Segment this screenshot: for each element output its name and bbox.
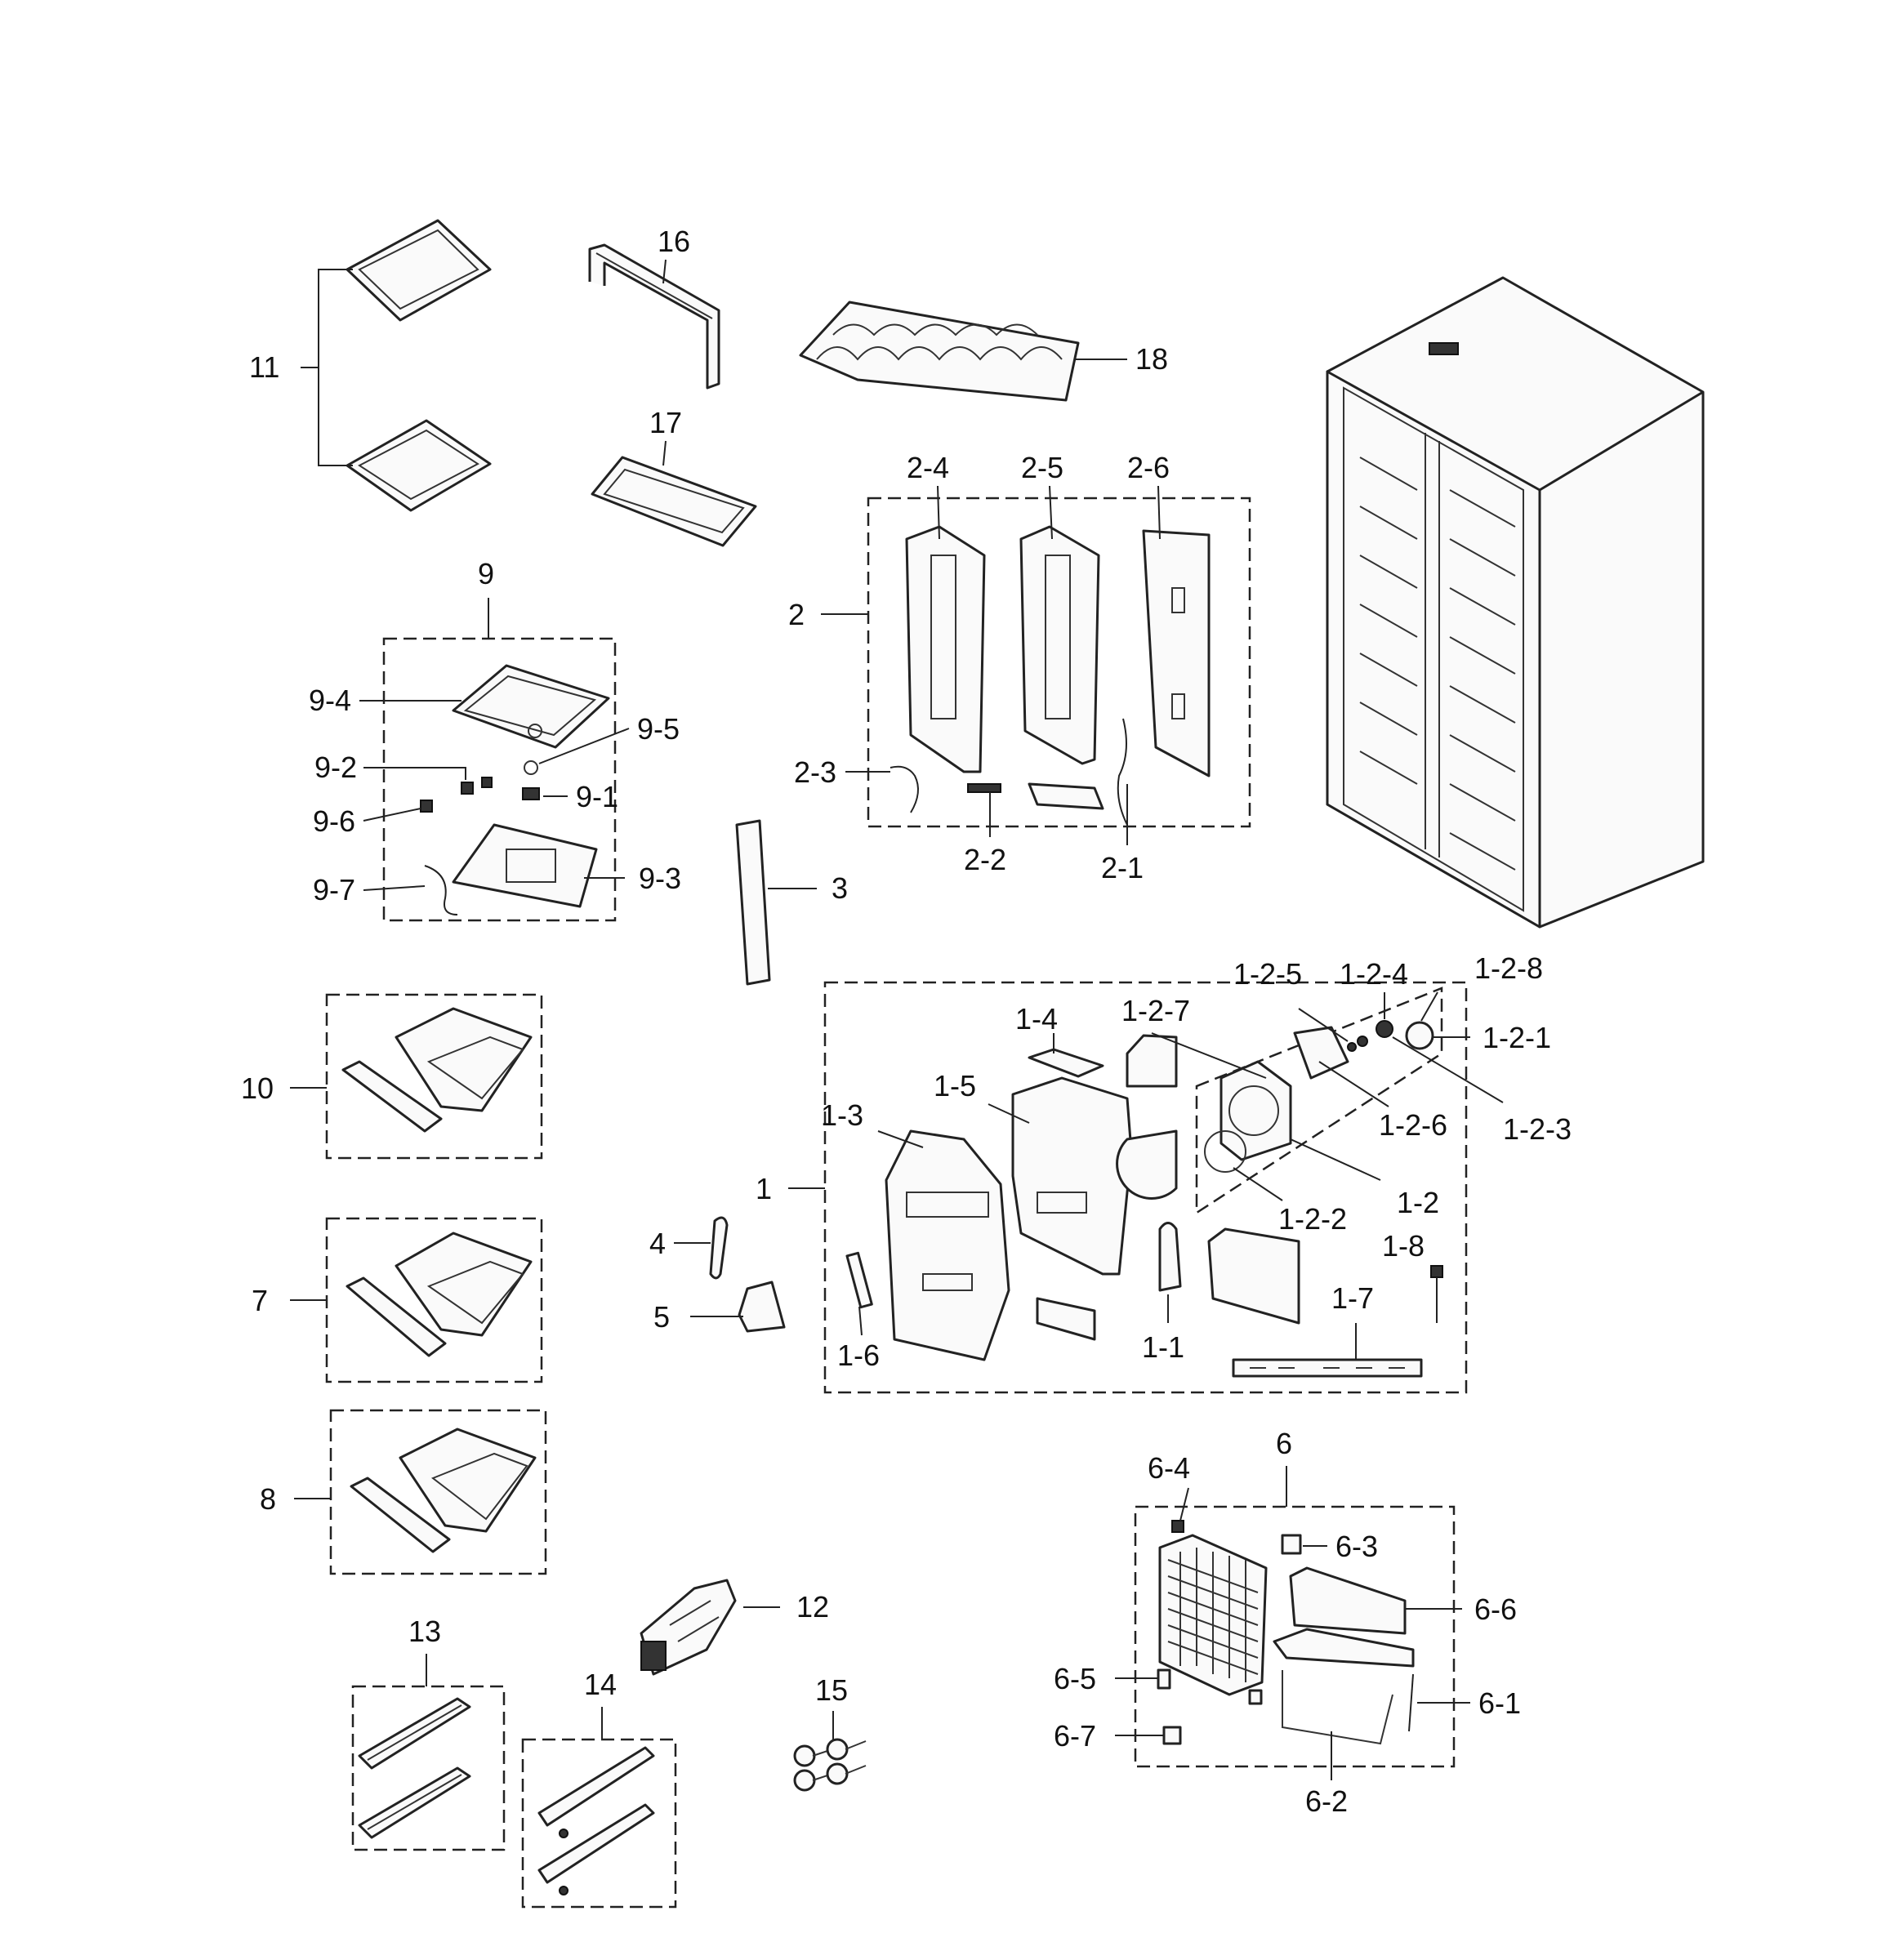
label-9-2: 9-2 (314, 751, 357, 784)
label-1-2-5: 1-2-5 (1233, 957, 1302, 991)
part-4 (674, 1216, 729, 1280)
label-6-5: 6-5 (1054, 1662, 1096, 1695)
assembly-box-9 (382, 637, 617, 922)
label-9-6: 9-6 (313, 804, 355, 838)
part-9-components (420, 664, 610, 915)
part-17-glass-shelf (591, 440, 757, 547)
label-6-2: 6-2 (1305, 1784, 1348, 1818)
label-17: 17 (649, 406, 682, 439)
label-2: 2 (788, 598, 805, 631)
label-10: 10 (241, 1071, 274, 1105)
label-1-7: 1-7 (1331, 1281, 1374, 1315)
assembly-box-6 (1134, 1505, 1456, 1768)
assembly-box-10 (325, 993, 543, 1160)
part-6-components (1157, 1520, 1415, 1745)
part-1-components (845, 1020, 1443, 1378)
label-4: 4 (649, 1227, 666, 1260)
part-13-rails (358, 1697, 471, 1839)
label-6-1: 6-1 (1478, 1686, 1521, 1720)
label-6-3: 6-3 (1335, 1530, 1378, 1563)
part-12-ice-maker (640, 1579, 780, 1676)
label-1-8: 1-8 (1382, 1229, 1425, 1263)
label-1-2-3: 1-2-3 (1503, 1112, 1572, 1146)
label-6-6: 6-6 (1474, 1592, 1517, 1626)
label-5: 5 (653, 1300, 670, 1334)
label-2-3: 2-3 (794, 755, 836, 789)
label-9-1: 9-1 (576, 780, 618, 813)
label-9-3: 9-3 (639, 862, 681, 895)
label-3: 3 (832, 871, 848, 905)
label-1-2-2: 1-2-2 (1278, 1202, 1347, 1236)
label-1-6: 1-6 (837, 1339, 880, 1372)
part-16-bracket (588, 243, 720, 390)
label-16: 16 (658, 225, 690, 258)
assembly-box-14 (521, 1738, 677, 1909)
part-7-drawer (346, 1232, 533, 1357)
refrigerator-cabinet (1326, 276, 1705, 929)
label-9-7: 9-7 (313, 873, 355, 906)
label-15: 15 (815, 1673, 848, 1707)
assembly-box-1 (823, 981, 1468, 1394)
part-3-gasket (735, 819, 817, 986)
label-2-6: 2-6 (1127, 451, 1170, 484)
label-6-4: 6-4 (1148, 1451, 1190, 1485)
label-14: 14 (584, 1668, 617, 1701)
label-18: 18 (1135, 342, 1168, 376)
label-9-4: 9-4 (309, 684, 351, 717)
label-2-4: 2-4 (907, 451, 949, 484)
label-2-2: 2-2 (964, 843, 1006, 876)
assembly-box-8 (329, 1409, 547, 1575)
part-11-shelves (301, 219, 492, 512)
label-1-2-6: 1-2-6 (1379, 1108, 1447, 1142)
assembly-box-2 (867, 497, 1251, 828)
part-10-drawer (341, 1007, 533, 1133)
label-1-2-7: 1-2-7 (1121, 994, 1190, 1027)
label-6-7: 6-7 (1054, 1719, 1096, 1753)
label-1: 1 (756, 1172, 772, 1205)
label-11: 11 (249, 350, 279, 384)
label-9-5: 9-5 (637, 712, 680, 746)
label-8: 8 (260, 1482, 276, 1516)
label-13: 13 (408, 1615, 441, 1648)
label-2-5: 2-5 (1021, 451, 1063, 484)
part-2-components (890, 525, 1211, 826)
label-12: 12 (796, 1590, 829, 1624)
part-8-drawer (350, 1428, 537, 1553)
label-1-2-4: 1-2-4 (1340, 957, 1408, 991)
label-6: 6 (1276, 1427, 1292, 1460)
label-9: 9 (478, 557, 494, 590)
label-2-1: 2-1 (1101, 851, 1144, 884)
label-1-5: 1-5 (934, 1069, 976, 1102)
label-1-2-8: 1-2-8 (1474, 951, 1543, 985)
part-15-screws (793, 1711, 867, 1792)
label-1-3: 1-3 (821, 1098, 863, 1132)
label-1-1: 1-1 (1142, 1330, 1184, 1364)
label-1-2: 1-2 (1397, 1186, 1439, 1219)
label-1-2-1: 1-2-1 (1483, 1021, 1551, 1054)
part-18-wine-rack (799, 301, 1127, 402)
part-14-rails (537, 1746, 655, 1895)
label-7: 7 (252, 1284, 268, 1317)
label-1-4: 1-4 (1015, 1002, 1058, 1036)
part-5 (690, 1281, 786, 1333)
